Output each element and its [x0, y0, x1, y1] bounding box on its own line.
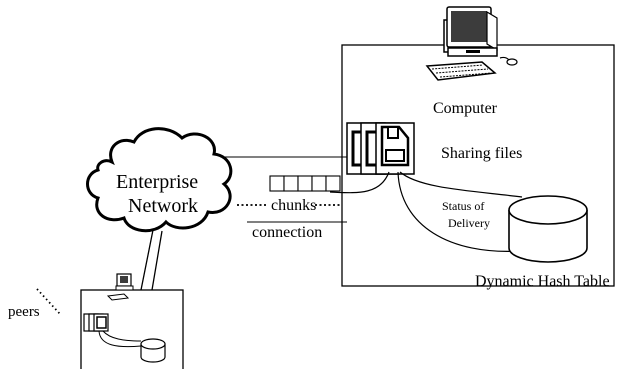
dht-database-icon	[508, 195, 588, 263]
computer-icon	[425, 6, 518, 81]
sharing-files-label: Sharing files	[441, 145, 522, 162]
chunk-curve	[329, 171, 390, 194]
delivery-label: Delivery	[448, 216, 490, 230]
peer-link-1	[140, 229, 154, 291]
peer-curve-1	[98, 330, 142, 348]
dht-curve	[399, 171, 523, 198]
peer-computer-icon	[106, 273, 134, 301]
peer-files-icon	[83, 313, 109, 332]
cloud-label-line1: Enterprise	[116, 171, 198, 193]
peer-curve-2	[102, 330, 142, 342]
peers-dots	[36, 288, 61, 315]
enterprise-network-cloud	[86, 127, 233, 233]
peer-database-icon	[140, 338, 166, 363]
computer-label: Computer	[433, 100, 498, 117]
peer-link-2	[151, 230, 163, 291]
status-curve	[397, 171, 521, 252]
peers-label: peers	[8, 304, 40, 320]
chunk-row	[269, 175, 341, 192]
status-of-label: Status of	[442, 199, 484, 213]
dht-label: Dynamic Hash Table	[475, 273, 610, 290]
sharing-files-icon	[346, 122, 415, 175]
cloud-label-line2: Network	[128, 195, 198, 217]
connection-label: connection	[252, 224, 322, 241]
chunks-label: chunks	[271, 197, 316, 214]
